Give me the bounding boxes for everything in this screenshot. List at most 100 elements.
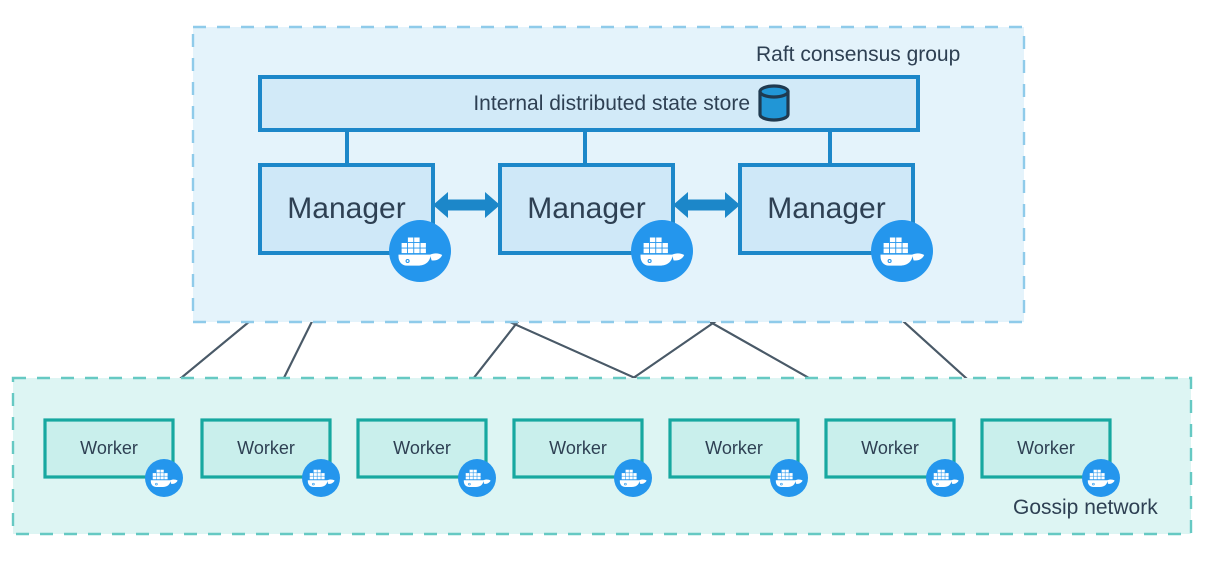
docker-icon-worker-6-container [941, 469, 945, 473]
docker-icon-manager-1-container [414, 248, 420, 254]
docker-icon-worker-2-container [317, 469, 321, 473]
docker-icon-worker-7-container [1101, 473, 1105, 476]
docker-icon-worker-3-container [469, 473, 473, 476]
docker-icon-worker-7-whale-eye [1092, 482, 1095, 486]
worker-label-5: Worker [705, 438, 763, 458]
docker-icon-manager-2-circle [631, 220, 693, 282]
docker-icon-worker-3-container [477, 476, 481, 480]
state-store-box [258, 75, 920, 132]
docker-icon-worker-6-whale-eye [936, 482, 939, 486]
docker-icon-worker-5 [770, 459, 808, 497]
docker-icon-worker-1-whale-eye [155, 482, 158, 486]
docker-icon-worker-4-container [621, 473, 626, 476]
worker-label-3: Worker [393, 438, 451, 458]
docker-icon-manager-3-container [883, 248, 889, 254]
docker-icon-worker-4-circle [614, 459, 652, 497]
docker-icon-manager-3-whale-body [880, 254, 913, 266]
manager-sync-arrow-2-3-shape [673, 192, 740, 218]
docker-icon-worker-4-whale-body [619, 480, 640, 487]
docker-icon-worker-5-circle [770, 459, 808, 497]
docker-icon-worker-3-whale-eye [468, 482, 471, 486]
docker-icon-manager-1-container [407, 243, 414, 248]
docker-icon-worker-1-container [152, 473, 157, 476]
docker-icon-worker-3-container [469, 476, 473, 480]
docker-icon-worker-2-container [309, 473, 314, 476]
docker-icon-worker-7-whale-tail [1107, 479, 1115, 484]
docker-icon-worker-7-container [1089, 473, 1094, 476]
docker-icon-worker-2-container [313, 469, 317, 473]
docker-icon-worker-7-container [1093, 469, 1097, 473]
docker-icon-worker-4-container [629, 476, 633, 480]
docker-icon-manager-1-container [407, 248, 414, 254]
docker-icon-worker-3 [458, 459, 496, 497]
manager-sync-arrow-2-3 [673, 192, 740, 218]
docker-icon-manager-2-whale-tail [672, 253, 685, 261]
docker-icon-manager-2-container [643, 248, 649, 254]
docker-icon-worker-6-whale-body [931, 480, 952, 487]
docker-icon-worker-6-container [937, 476, 941, 480]
docker-icon-worker-6-container [941, 473, 945, 476]
docker-icon-manager-3-container [883, 243, 889, 248]
docker-icon-worker-2-container [317, 476, 321, 480]
docker-icon-manager-2 [631, 220, 693, 282]
docker-icon-manager-2-whale-body [640, 254, 673, 266]
manager-sync-arrow-1-2 [433, 192, 500, 218]
docker-icon-worker-3-glyph [463, 469, 491, 487]
docker-icon-worker-6-container [941, 476, 945, 480]
docker-icon-worker-3-container [473, 469, 477, 473]
docker-icon-manager-3-circle [871, 220, 933, 282]
docker-icon-manager-1-container [420, 243, 426, 248]
docker-icon-manager-1-circle [389, 220, 451, 282]
docker-icon-worker-1-container [156, 473, 160, 476]
docker-icon-worker-5-container [781, 473, 785, 476]
docker-icon-worker-2-glyph [307, 469, 335, 487]
docker-icon-worker-5-container [785, 473, 789, 476]
docker-icon-manager-2-container [662, 243, 668, 248]
docker-icon-worker-4-whale-tail [639, 479, 647, 484]
docker-icon-worker-4-container [633, 473, 637, 476]
docker-icon-worker-1-whale-body [150, 480, 171, 487]
cylinder-top [758, 84, 790, 99]
docker-icon-worker-7-container [1089, 476, 1094, 480]
docker-icon-manager-1 [389, 220, 451, 282]
docker-icon-worker-3-whale-body [463, 480, 484, 487]
docker-icon-worker-3-container [465, 473, 470, 476]
manager-label-1: Manager [287, 192, 406, 225]
docker-icon-worker-7-container [1093, 476, 1097, 480]
state-store-label: Internal distributed state store [473, 92, 750, 115]
docker-icon-worker-2-container [313, 476, 317, 480]
docker-icon-manager-3-container [889, 243, 896, 248]
docker-icon-manager-2-glyph [640, 237, 685, 266]
docker-icon-worker-7-circle [1082, 459, 1120, 497]
worker-label-4: Worker [549, 438, 607, 458]
docker-icon-worker-1 [145, 459, 183, 497]
docker-icon-worker-1-container [156, 469, 160, 473]
docker-icon-worker-1-circle [145, 459, 183, 497]
docker-icon-worker-7-container [1101, 476, 1105, 480]
manager-label-3: Manager [767, 192, 886, 225]
docker-icon-worker-6 [926, 459, 964, 497]
gossip-network-group-label: Gossip network [1013, 496, 1158, 519]
docker-icon-worker-5-container [789, 476, 793, 480]
docker-icon-worker-2-container [309, 476, 314, 480]
docker-icon-worker-7-container [1097, 473, 1101, 476]
docker-icon-manager-3-glyph [880, 237, 925, 266]
docker-icon-worker-2-circle [302, 459, 340, 497]
docker-icon-worker-4-container [633, 476, 637, 480]
docker-icon-worker-6-container [945, 476, 949, 480]
docker-icon-worker-1-glyph [150, 469, 178, 487]
docker-icon-worker-6-whale-tail [951, 479, 959, 484]
docker-icon-worker-5-container [785, 476, 789, 480]
docker-icon-worker-3-container [477, 473, 481, 476]
docker-icon-worker-2-container [313, 473, 317, 476]
docker-icon-worker-2 [302, 459, 340, 497]
docker-icon-worker-7-glyph [1087, 469, 1115, 487]
docker-icon-worker-3-container [473, 476, 477, 480]
docker-icon-worker-1-container [156, 476, 160, 480]
docker-icon-worker-4-container [625, 473, 629, 476]
docker-icon-worker-7-container [1097, 469, 1101, 473]
docker-icon-manager-1-container [420, 248, 426, 254]
docker-icon-worker-6-container [933, 476, 938, 480]
docker-icon-worker-3-whale-tail [483, 479, 491, 484]
